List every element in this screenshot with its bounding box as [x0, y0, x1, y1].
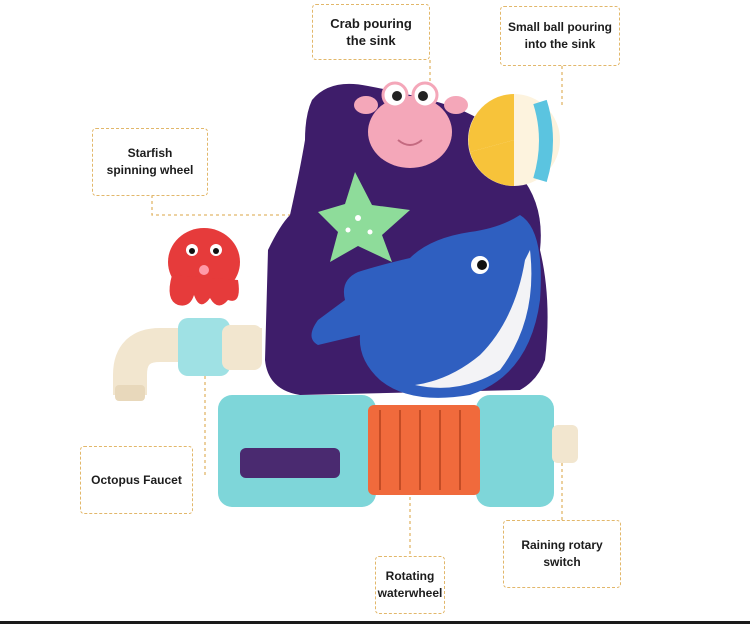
callout-crab-line1: Crab pouring: [330, 16, 412, 31]
octopus-faucet: [113, 318, 262, 401]
teal-base: [218, 395, 578, 507]
callout-switch-line1: Raining rotary: [521, 538, 603, 552]
callout-switch-line2: switch: [543, 555, 581, 569]
crab: [354, 81, 468, 168]
callout-crab-line2: the sink: [346, 33, 396, 48]
rotating-waterwheel: [368, 405, 480, 495]
callout-starfish-line1: Starfish: [127, 146, 173, 160]
callout-waterwheel-line1: Rotating: [385, 569, 435, 583]
callout-raining-switch: Raining rotary switch: [503, 520, 621, 588]
callout-starfish-line2: spinning wheel: [106, 163, 194, 177]
octopus: [168, 228, 240, 306]
ball: [468, 94, 560, 186]
starfish: [318, 172, 410, 262]
bottom-divider: [0, 621, 750, 624]
callout-ball-line1: Small ball pouring: [507, 20, 612, 34]
callout-small-ball: Small ball pouring into the sink: [500, 6, 620, 66]
callout-octopus-line1: Octopus Faucet: [91, 472, 182, 487]
callout-crab-pouring: Crab pouring the sink: [312, 4, 430, 60]
callout-rotating-waterwheel: Rotating waterwheel: [375, 556, 445, 614]
callout-ball-line2: into the sink: [524, 37, 596, 51]
callout-starfish-wheel: Starfish spinning wheel: [92, 128, 208, 196]
dolphin: [311, 215, 541, 398]
callout-octopus-faucet: Octopus Faucet: [80, 446, 193, 514]
callout-waterwheel-line2: waterwheel: [377, 586, 443, 600]
